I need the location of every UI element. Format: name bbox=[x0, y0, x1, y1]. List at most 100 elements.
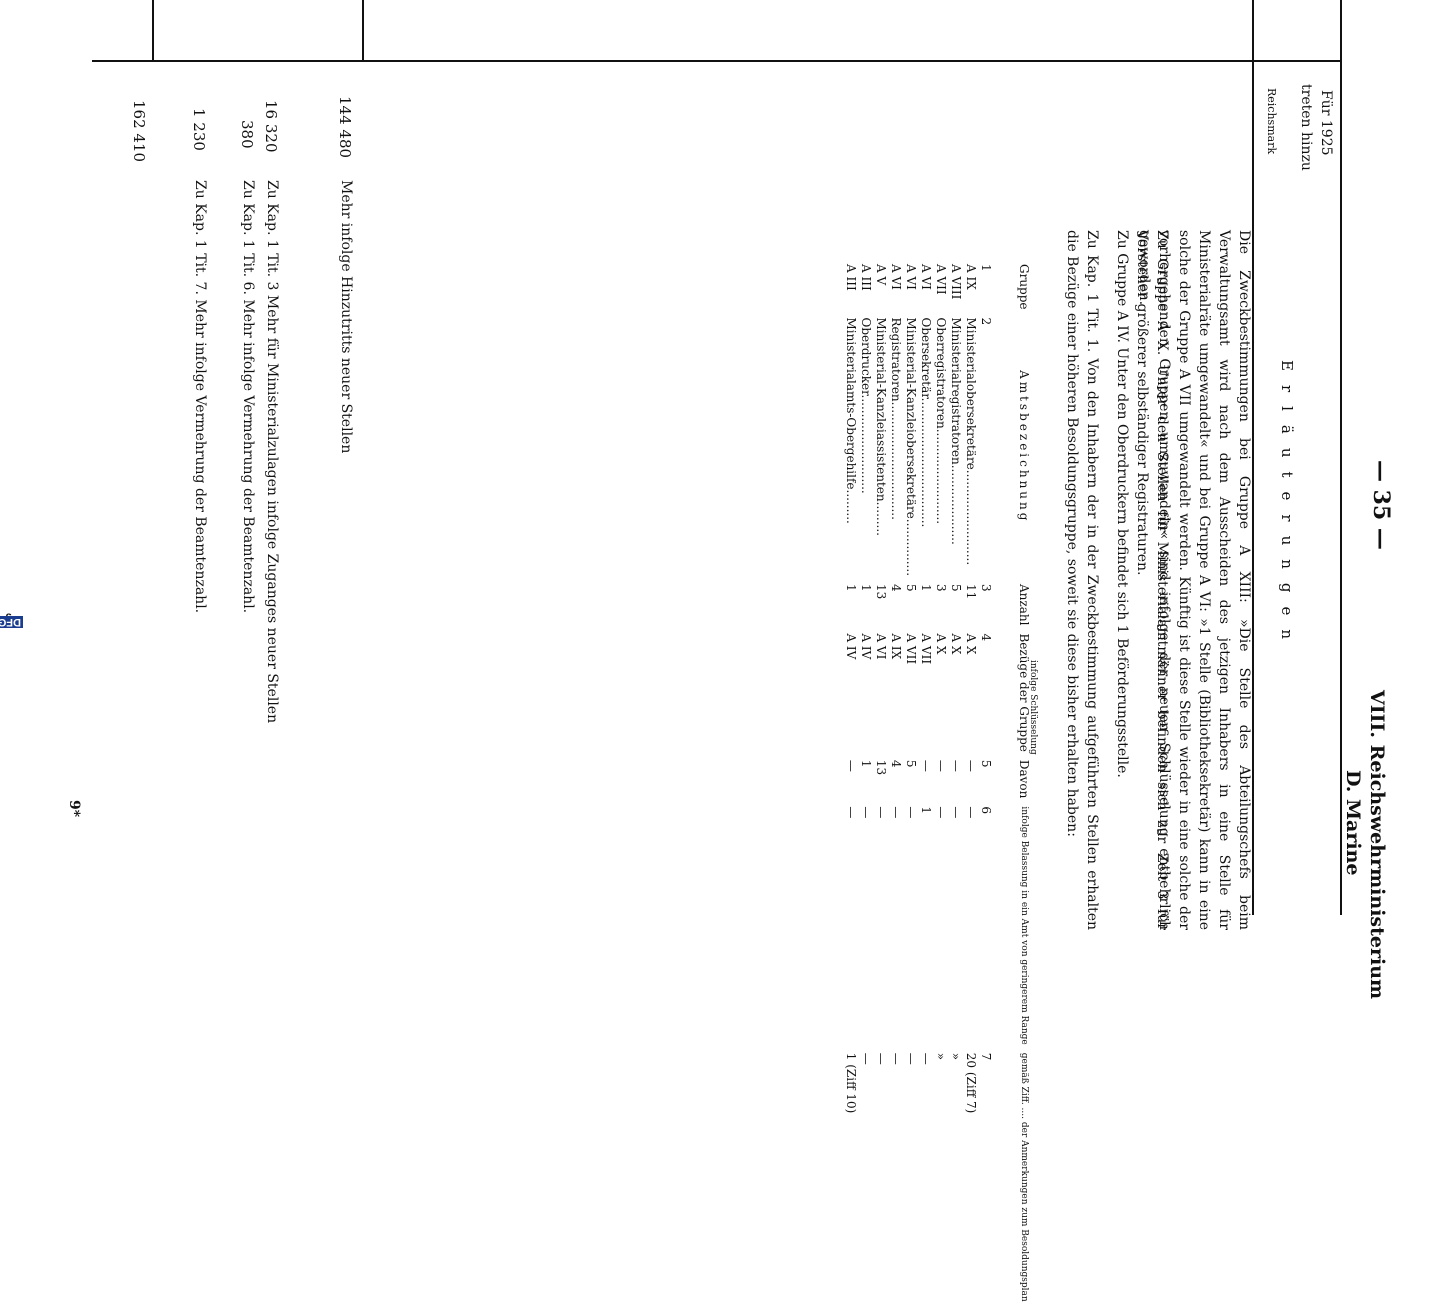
cell-amt: Ministerialobersekretäre................… bbox=[964, 317, 979, 566]
document-page: — 35 — VIII. Reichswehrministerium D. Ma… bbox=[66, 0, 1394, 1302]
th-anzahl: Anzahl bbox=[1017, 584, 1031, 626]
cell-gem: — bbox=[874, 1052, 889, 1065]
cell-gem: — bbox=[859, 1052, 874, 1065]
cell-gruppe: A VI bbox=[904, 264, 919, 290]
cell-schl: 1 bbox=[859, 759, 874, 768]
cell-anzahl: 13 bbox=[874, 584, 889, 600]
cell-gem: — bbox=[889, 1052, 904, 1065]
paragraph-3: Zu Gruppe A IV. Unter den Oberdruckern b… bbox=[1114, 230, 1130, 778]
cell-gruppe: A VII bbox=[934, 264, 949, 295]
cell-amt: Ministerialregistratoren................… bbox=[949, 317, 964, 545]
th-davon: Davon bbox=[1017, 759, 1031, 799]
cell-gruppe: A IX bbox=[964, 264, 979, 290]
amount-column-divider bbox=[92, 60, 1342, 62]
item-amount: 380 bbox=[238, 120, 256, 149]
total-rule-bottom bbox=[152, 0, 154, 60]
total-amount: 162 410 bbox=[130, 100, 148, 163]
table-row: A VIII Ministerialregistratoren..........… bbox=[949, 260, 964, 1306]
cell-schl: — bbox=[934, 759, 949, 772]
signature-mark: 9* bbox=[66, 800, 82, 818]
col-num: 5 bbox=[979, 759, 994, 768]
cell-gem: — bbox=[919, 1052, 934, 1065]
cell-schl: 4 bbox=[889, 759, 904, 768]
table-row: A III Ministerialamts-Obergehilfe........… bbox=[844, 260, 859, 1306]
cell-gem: » bbox=[934, 1052, 949, 1061]
cell-amt: Ministerial-Kanzleiassistenten......... bbox=[874, 317, 889, 536]
cell-gruppe: A III bbox=[844, 264, 859, 291]
th-bezuege: Bezüge der Gruppe bbox=[1017, 633, 1031, 752]
cell-bel: — bbox=[934, 806, 949, 819]
table-row: A VI Ministerial-Kanzleiobersekretäre....… bbox=[904, 260, 919, 1306]
item-label: Zu Kap. 1 Tit. 3 Mehr für Ministerialzul… bbox=[264, 180, 280, 724]
th-schluesselung: infolge Schlüsselung bbox=[1028, 660, 1038, 755]
th-belassung: infolge Belassung in ein Amt von geringe… bbox=[1019, 806, 1029, 1045]
cell-gem: 20 (Ziff 7) bbox=[964, 1052, 979, 1114]
cell-gem: » bbox=[949, 1052, 964, 1061]
cell-bezuege: A X bbox=[934, 633, 949, 655]
item-amount: 1 230 bbox=[190, 108, 208, 151]
cell-bezuege: A VI bbox=[874, 633, 889, 660]
cell-amt: Oberdrucker.......................... bbox=[859, 317, 874, 494]
th-amtsbezeichnung: Amtsbezeichnung bbox=[1017, 370, 1031, 524]
amount-unit: Reichsmark bbox=[1265, 88, 1278, 155]
cell-bezuege: A X bbox=[949, 633, 964, 655]
cell-bel: — bbox=[904, 806, 919, 819]
paragraph-2: Zu Gruppe A X. Unter den Stellen für Min… bbox=[1134, 230, 1170, 930]
total-rule-top bbox=[362, 0, 364, 60]
item-amount: 144 480 bbox=[336, 96, 354, 159]
cell-anzahl: 4 bbox=[889, 584, 904, 592]
cell-gruppe: A VI bbox=[919, 264, 934, 290]
table-row: A IX Ministerialobersekretäre............… bbox=[964, 260, 979, 1306]
cell-schl: — bbox=[964, 759, 979, 772]
cell-bezuege: A X bbox=[964, 633, 979, 655]
cell-anzahl: 11 bbox=[964, 584, 979, 600]
cell-bezuege: A VII bbox=[904, 633, 919, 665]
table-row: A V Ministerial-Kanzleiassistenten.......… bbox=[874, 260, 889, 1306]
col-num: 1 bbox=[979, 264, 994, 272]
header-rule bbox=[1340, 0, 1342, 915]
cell-bel: 1 bbox=[919, 806, 934, 815]
col-num: 4 bbox=[979, 633, 994, 642]
cell-anzahl: 1 bbox=[919, 584, 934, 592]
cell-amt: Ministerial-Kanzleiobersekretäre........… bbox=[904, 317, 919, 577]
cell-bel: — bbox=[889, 806, 904, 819]
cell-schl: — bbox=[919, 759, 934, 772]
division-title: D. Marine bbox=[1342, 770, 1364, 876]
page-number: — 35 — bbox=[1368, 460, 1394, 550]
cell-anzahl: 1 bbox=[859, 584, 874, 592]
cell-amt: Oberregistratoren.......................… bbox=[934, 317, 949, 525]
amount-heading-1: Für 1925 bbox=[1318, 90, 1334, 156]
cell-bezuege: A IV bbox=[844, 633, 859, 660]
cell-bel: — bbox=[964, 806, 979, 819]
dfg-logo: DFG bbox=[0, 616, 23, 628]
cell-amt: Registratoren...........................… bbox=[889, 317, 904, 520]
cell-gem: 1 (Ziff 10) bbox=[844, 1052, 859, 1114]
cell-bel: — bbox=[844, 806, 859, 819]
cell-schl: 13 bbox=[874, 759, 889, 776]
cell-bel: — bbox=[859, 806, 874, 819]
cell-bel: — bbox=[874, 806, 889, 819]
ministry-title: VIII. Reichswehrministerium bbox=[1366, 690, 1388, 1000]
cell-amt: Ministerialamts-Obergehilfe......... bbox=[844, 317, 859, 524]
cell-anzahl: 3 bbox=[934, 584, 949, 592]
cell-schl: — bbox=[949, 759, 964, 772]
amount-heading-2: treten hinzu bbox=[1298, 84, 1314, 171]
col-num: 6 bbox=[979, 806, 994, 815]
cell-gruppe: A V bbox=[874, 264, 889, 286]
item-label: Zu Kap. 1 Tit. 6. Mehr infolge Vermehrun… bbox=[240, 180, 256, 614]
th-gruppe: Gruppe bbox=[1017, 264, 1031, 310]
cell-anzahl: 5 bbox=[904, 584, 919, 592]
th-gemaess: gemäß Ziff. .... der Anmerkungen zum Bes… bbox=[1019, 1052, 1029, 1302]
paragraph-4: Zu Kap. 1 Tit. 1. Von den Inhabern der i… bbox=[1064, 230, 1100, 930]
sidebar-note: Digitalisierung gefördert durch die Deut… bbox=[0, 605, 23, 995]
cell-schl: 5 bbox=[904, 759, 919, 768]
cell-gruppe: A III bbox=[859, 264, 874, 291]
item-label: Mehr infolge Hinzutritts neuer Stellen bbox=[338, 180, 354, 454]
cell-bel: — bbox=[949, 806, 964, 819]
item-label: Zu Kap. 1 Tit. 7. Mehr infolge Vermehrun… bbox=[192, 180, 208, 614]
cell-schl: — bbox=[844, 759, 859, 772]
erlaeuterungen-heading: Erläuterungen bbox=[1278, 360, 1296, 654]
cell-gruppe: A VIII bbox=[949, 264, 964, 300]
